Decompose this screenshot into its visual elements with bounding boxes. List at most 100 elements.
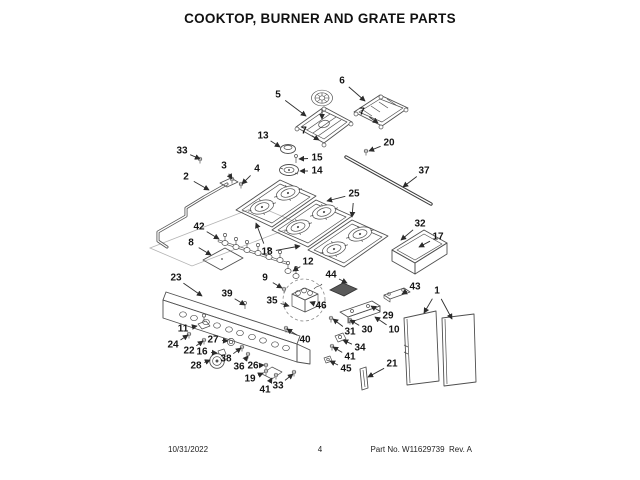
- callout-leader-23: [183, 282, 203, 297]
- callout-leader-9: [272, 282, 283, 289]
- callout-label-28: 28: [190, 361, 202, 372]
- griddle-shelf: [391, 229, 448, 275]
- valve: [243, 240, 251, 253]
- screw-41a: [273, 372, 279, 380]
- gas-manifold: [217, 233, 288, 265]
- hardware-right: [323, 282, 411, 391]
- callout-label-15: 15: [311, 153, 323, 164]
- burner-ring: [343, 221, 377, 247]
- callout-label-33: 33: [272, 381, 284, 392]
- callout-leader-32: [400, 229, 414, 241]
- callout-leader-7: [369, 116, 379, 124]
- spark-module-detail: [282, 278, 326, 322]
- callout-leader-41: [332, 346, 343, 353]
- callout-leader-41: [266, 377, 273, 384]
- callout-label-8: 8: [188, 238, 194, 249]
- callout-leader-2: [193, 181, 210, 191]
- callout-label-1: 1: [434, 286, 440, 297]
- callout-leader-35: [280, 301, 290, 308]
- screw-26: [263, 362, 269, 370]
- callout-leader-5: [284, 100, 307, 117]
- callout-leader-13: [270, 140, 281, 148]
- callout-label-5: 5: [275, 90, 281, 101]
- callout-label-20: 20: [383, 138, 395, 149]
- callout-label-17: 17: [432, 232, 444, 243]
- side-panels: [403, 310, 477, 387]
- callout-leader-7: [311, 134, 320, 141]
- callout-label-26: 26: [247, 361, 259, 372]
- callout-leader-22: [196, 340, 204, 347]
- callout-leader-33: [284, 373, 294, 381]
- callout-label-37: 37: [418, 166, 430, 177]
- callout-label-23: 23: [170, 273, 182, 284]
- callout-leader-36: [242, 355, 249, 362]
- callout-leader-44: [338, 278, 348, 284]
- burner-cap-stack: [279, 144, 299, 176]
- callout-label-22: 22: [183, 346, 195, 357]
- callout-label-43: 43: [409, 282, 421, 293]
- callout-leader-34: [342, 339, 353, 345]
- callout-leader-24: [180, 334, 189, 341]
- mounting-plate: [202, 247, 244, 271]
- callout-label-3: 3: [221, 161, 227, 172]
- callout-label-30: 30: [361, 325, 373, 336]
- valve: [221, 233, 229, 246]
- simmer-burner-wheel: [311, 89, 333, 107]
- callout-leader-45: [329, 360, 339, 366]
- callout-label-12: 12: [302, 257, 314, 268]
- callout-leader-37: [402, 176, 418, 188]
- callout-label-9: 9: [262, 273, 268, 284]
- gas-supply-pipe: [156, 156, 244, 249]
- screw-3: [229, 176, 235, 184]
- callout-label-32: 32: [414, 219, 426, 230]
- page-title: COOKTOP, BURNER AND GRATE PARTS: [184, 11, 456, 26]
- screw-19: [263, 368, 269, 376]
- burner-ring: [245, 194, 279, 220]
- panel-pin-39: [243, 301, 247, 309]
- valve: [232, 237, 240, 250]
- grate-foot: [294, 126, 300, 132]
- callout-leader-17: [418, 240, 431, 248]
- callout-label-42: 42: [193, 222, 205, 233]
- trim-rail: [344, 148, 433, 206]
- callout-label-4: 4: [254, 164, 260, 175]
- callout-leader-19: [257, 372, 264, 378]
- callout-label-19: 19: [244, 374, 256, 385]
- callout-label-31: 31: [344, 327, 356, 338]
- grate-foot: [378, 124, 384, 130]
- callout-label-41: 41: [259, 385, 271, 396]
- callout-label-27: 27: [207, 335, 219, 346]
- callout-label-39: 39: [221, 289, 233, 300]
- callout-leader-43: [401, 289, 408, 295]
- callout-label-35: 35: [266, 296, 278, 307]
- callout-label-33: 33: [176, 146, 188, 157]
- grate-foot: [321, 106, 327, 112]
- callout-leader-29: [370, 305, 381, 312]
- burner-ring: [271, 180, 305, 206]
- callout-leader-31: [332, 318, 344, 327]
- valve: [276, 250, 284, 263]
- callout-leader-25: [326, 195, 346, 203]
- callout-leader-18: [275, 244, 301, 251]
- hardware-left: [186, 313, 283, 380]
- callout-leader-40: [286, 328, 298, 336]
- callout-label-7: 7: [359, 107, 365, 118]
- footer-part-number: Part No. W11629739 Rev. A: [370, 445, 472, 454]
- callout-leader-10: [374, 316, 387, 326]
- callout-label-29: 29: [382, 311, 394, 322]
- callout-label-2: 2: [183, 172, 189, 183]
- callout-leader-4: [241, 175, 251, 185]
- callout-label-14: 14: [311, 166, 323, 177]
- callout-label-10: 10: [388, 325, 400, 336]
- callout-leader-8: [198, 247, 212, 256]
- grate-foot: [378, 94, 384, 100]
- callout-leader-25: [349, 202, 356, 218]
- grate-foot: [321, 142, 327, 148]
- callout-leader-12: [292, 265, 301, 272]
- callout-label-16: 16: [196, 347, 208, 358]
- callout-label-46: 46: [315, 301, 327, 312]
- callout-leader-28: [204, 359, 211, 365]
- callout-label-21: 21: [386, 359, 398, 370]
- callout-label-41: 41: [344, 352, 356, 363]
